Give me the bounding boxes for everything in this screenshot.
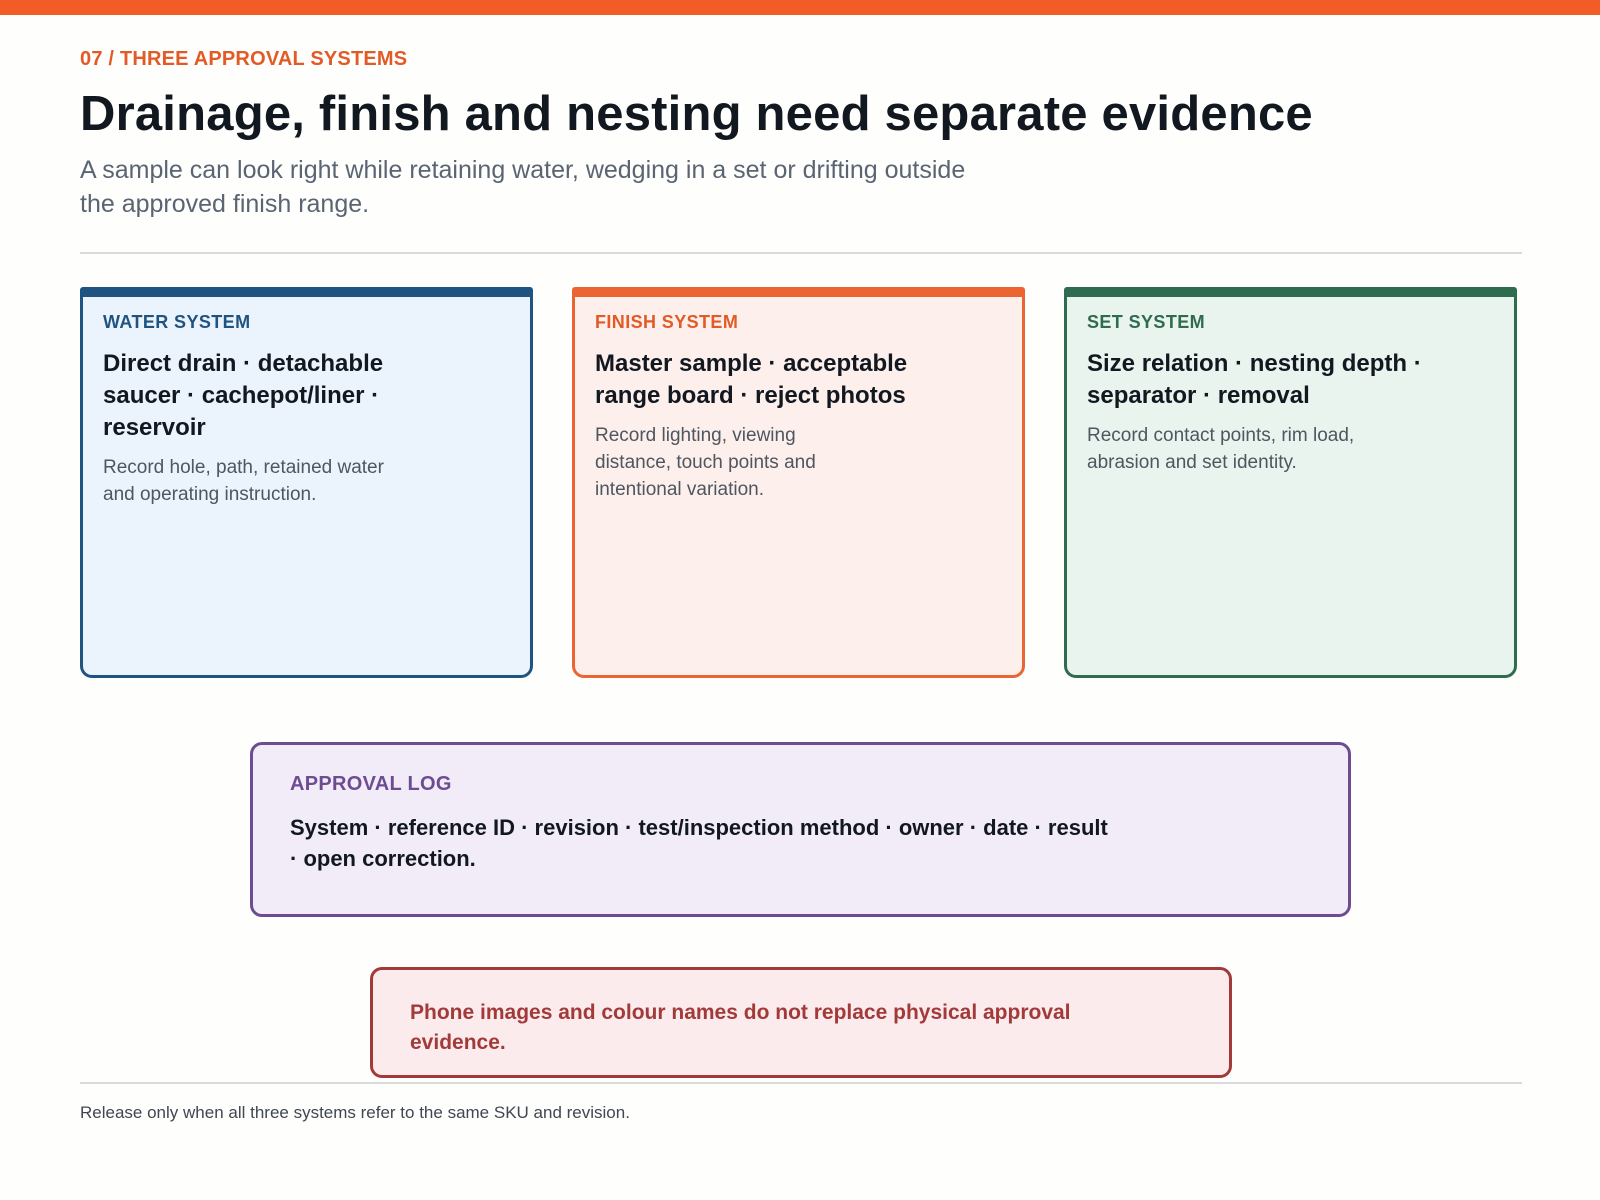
footer-divider — [80, 1082, 1522, 1084]
warning-callout: Phone images and colour names do not rep… — [370, 967, 1232, 1078]
approval-log-text: System · reference ID · revision · test/… — [290, 815, 1108, 871]
card-description: Record lighting, viewing distance, touch… — [595, 425, 816, 500]
set-system-card: SET SYSTEM Size relation · nesting depth… — [1064, 287, 1517, 678]
card-label: FINISH SYSTEM — [595, 312, 739, 332]
top-accent-bar — [0, 0, 1600, 15]
card-heading: Direct drain · detachable saucer · cache… — [103, 350, 384, 441]
section-eyebrow: 07 / THREE APPROVAL SYSTEMS — [80, 48, 408, 70]
page-subtitle: A sample can look right while retaining … — [80, 156, 966, 218]
page-title: Drainage, finish and nesting need separa… — [80, 87, 1313, 141]
warning-text: Phone images and colour names do not rep… — [410, 1001, 1071, 1054]
card-heading: Size relation · nesting depth · separato… — [1087, 350, 1422, 409]
water-system-card: WATER SYSTEM Direct drain · detachable s… — [80, 287, 533, 678]
footer-note: Release only when all three systems refe… — [80, 1103, 630, 1122]
approval-log-label: APPROVAL LOG — [290, 773, 452, 795]
header-divider — [80, 252, 1522, 254]
card-description: Record hole, path, retained water and op… — [103, 457, 384, 505]
approval-log-box: APPROVAL LOG System · reference ID · rev… — [250, 742, 1351, 917]
card-label: WATER SYSTEM — [103, 312, 251, 332]
card-label: SET SYSTEM — [1087, 312, 1206, 332]
finish-system-card: FINISH SYSTEM Master sample · acceptable… — [572, 287, 1025, 678]
card-description: Record contact points, rim load, abrasio… — [1087, 425, 1355, 473]
card-heading: Master sample · acceptable range board ·… — [595, 350, 908, 409]
